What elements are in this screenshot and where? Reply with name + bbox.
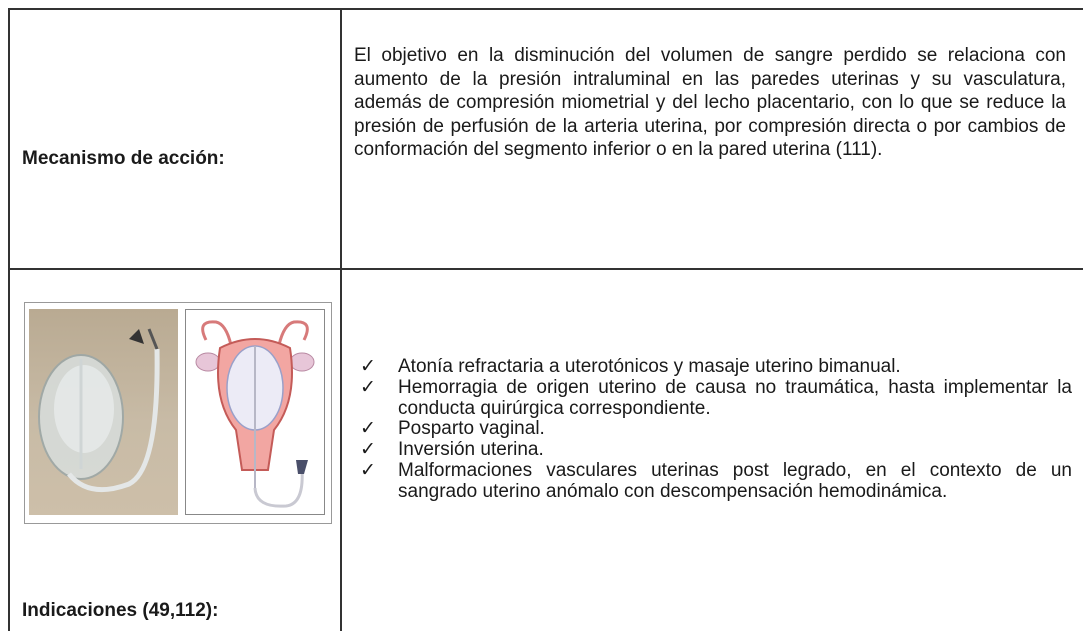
list-item: ✓Hemorragia de origen uterino de causa n… — [360, 376, 1072, 419]
row-divider — [8, 268, 1083, 270]
checkmark-icon: ✓ — [360, 376, 376, 398]
table-left-border — [8, 8, 10, 631]
uterus-balloon-illustration — [185, 309, 325, 515]
balloon-figure — [24, 302, 332, 524]
list-item: ✓Posparto vaginal. — [360, 418, 545, 440]
indications-list: ✓Atonía refractaria a uterotónicos y mas… — [360, 356, 1072, 503]
checkmark-icon: ✓ — [360, 459, 376, 481]
indications-label: Indicaciones (49,112): — [22, 600, 219, 621]
mechanism-label: Mecanismo de acción: — [22, 148, 225, 169]
list-item: ✓Inversión uterina. — [360, 439, 544, 461]
list-item: ✓Malformaciones vasculares uterinas post… — [360, 459, 1072, 502]
table-top-border — [8, 8, 1083, 10]
mechanism-text: El objetivo en la disminución del volume… — [354, 45, 1066, 161]
list-item: ✓Atonía refractaria a uterotónicos y mas… — [360, 356, 901, 377]
balloon-catheter-photo — [29, 309, 178, 515]
checkmark-icon: ✓ — [360, 356, 376, 377]
column-divider — [340, 8, 342, 631]
checkmark-icon: ✓ — [360, 418, 376, 440]
checkmark-icon: ✓ — [360, 439, 376, 461]
